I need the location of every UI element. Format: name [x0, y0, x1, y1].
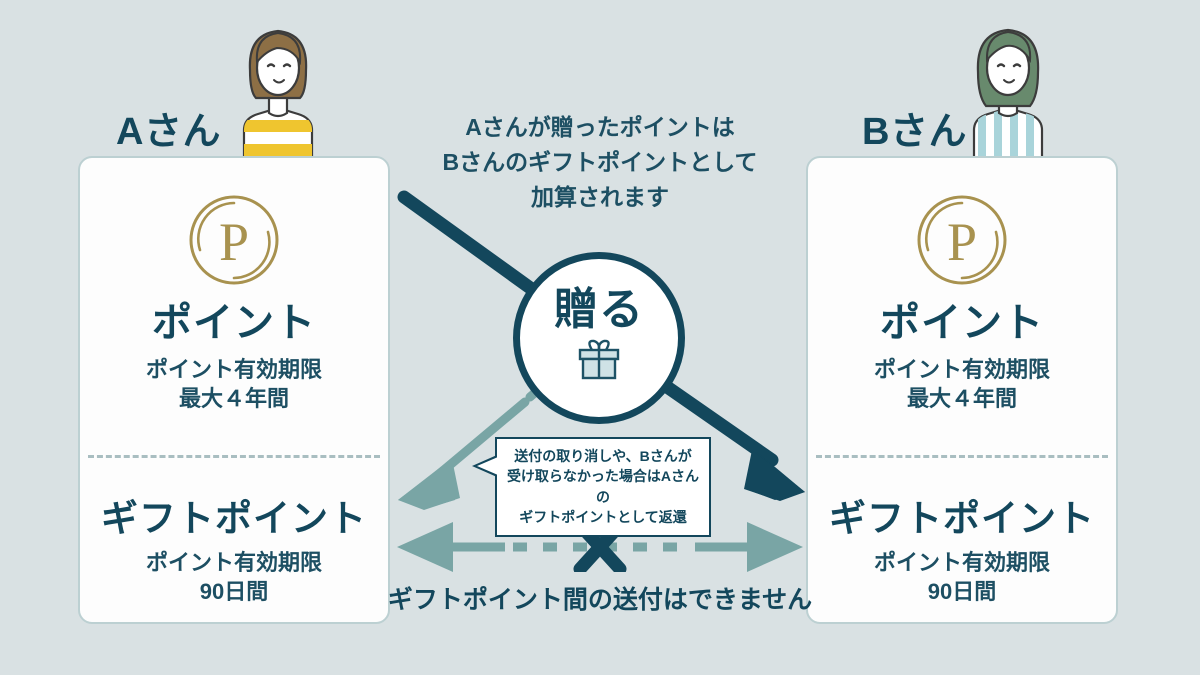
card-a-gift-title: ギフトポイント [101, 498, 367, 539]
card-b-point-expiry-line1: ポイント有効期限 [873, 357, 1050, 382]
card-a-point-title: ポイント [152, 301, 316, 345]
card-b-gift-expiry-line1: ポイント有効期限 [873, 550, 1050, 575]
center-headline-line2: Bさんのギフトポイントとして [442, 148, 758, 175]
gift-box-icon [574, 338, 624, 385]
no-transfer-label: ギフトポイント間の送付はできません [387, 586, 813, 614]
callout-line1: 送付の取り消しや、Bさんが [514, 448, 692, 464]
card-a-gift-expiry-line1: ポイント有効期限 [145, 550, 322, 575]
card-b-point-expiry: ポイント有効期限 最大４年間 [808, 355, 1116, 413]
svg-text:P: P [947, 212, 977, 272]
card-a-point-expiry-line1: ポイント有効期限 [145, 357, 322, 382]
center-headline-line3: 加算されます [531, 183, 669, 210]
point-coin-icon: P [80, 188, 388, 292]
card-b-point-expiry-line2: 最大４年間 [906, 386, 1017, 412]
center-headline-line1: Aさんが贈ったポイントは [465, 114, 735, 140]
point-coin-icon: P [808, 188, 1116, 292]
card-a-divider [88, 455, 380, 458]
person-a-label: Aさん [116, 111, 221, 153]
give-badge-label: 贈る [554, 284, 644, 334]
return-callout: 送付の取り消しや、Bさんが 受け取らなかった場合はAさんの ギフトポイントとして… [472, 437, 711, 538]
callout-line2: 受け取らなかった場合はAさんの [506, 468, 700, 505]
card-b-point-title: ポイント [880, 301, 1044, 345]
card-person-b: P ポイント ポイント有効期限 最大４年間 ギフトポイント ポイント有効期限 9… [806, 156, 1118, 624]
person-b-label: Bさん [862, 111, 967, 153]
card-b-gift-expiry: ポイント有効期限 90日間 [808, 548, 1116, 606]
woman-teal-stripes-avatar [952, 18, 1064, 165]
card-a-point-expiry-line2: 最大４年間 [178, 386, 289, 412]
svg-text:P: P [219, 212, 249, 272]
card-a-point-expiry: ポイント有効期限 最大４年間 [80, 355, 388, 413]
card-a-gift-expiry-line2: 90日間 [199, 579, 269, 605]
card-b-gift-expiry-line2: 90日間 [927, 579, 997, 605]
callout-line3: ギフトポイントとして返還 [519, 508, 687, 525]
card-a-gift-expiry: ポイント有効期限 90日間 [80, 548, 388, 606]
card-person-a: P ポイント ポイント有効期限 最大４年間 ギフトポイント ポイント有効期限 9… [78, 156, 390, 624]
give-badge: 贈る [513, 252, 685, 424]
center-headline: Aさんが贈ったポイントは Bさんのギフトポイントとして 加算されます [400, 110, 800, 215]
card-b-gift-title: ギフトポイント [829, 498, 1095, 539]
callout-tail-inner-icon [477, 457, 498, 475]
card-b-divider [816, 455, 1108, 458]
woman-yellow-stripes-avatar [222, 18, 334, 165]
